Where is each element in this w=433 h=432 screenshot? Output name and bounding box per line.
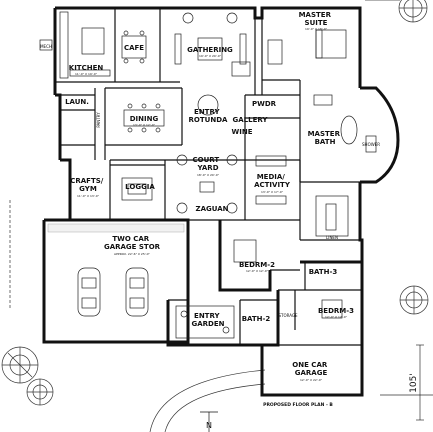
room-master-bath: MASTER BATH xyxy=(308,130,343,146)
setback-label: 105' xyxy=(409,373,419,393)
label-storage: STORAGE xyxy=(278,313,298,318)
entry-rotunda-line2: ROTUNDA xyxy=(189,116,228,124)
interior-walls xyxy=(55,8,362,346)
label-linen: LINEN xyxy=(326,235,338,240)
room-wine: WINE xyxy=(232,128,253,136)
room-gallery: GALLERY xyxy=(233,116,269,124)
two-car-garage-line2: GARAGE STOR xyxy=(104,243,161,251)
room-bedrm-3-dim: 12'-0" X 12'-0" xyxy=(325,315,348,319)
one-car-garage-line2: GARAGE xyxy=(295,369,328,377)
room-gathering: GATHERING xyxy=(187,46,233,54)
room-pwdr: PWDR xyxy=(252,100,277,108)
entry-garden-line1: ENTRY xyxy=(194,312,220,320)
room-loggia: LOGGIA xyxy=(125,183,155,191)
room-master-suite-dim: 19'-0" X 18'-0" xyxy=(305,27,328,31)
master-suite-line1: MASTER xyxy=(299,11,332,19)
tree-right xyxy=(399,285,429,315)
entry-rotunda-line1: ENTRY xyxy=(194,108,220,116)
room-master-suite: MASTER SUITE xyxy=(299,11,334,27)
label-mech: MECH xyxy=(40,44,52,49)
room-kitchen-dim: 11'-0" X 19'-0" xyxy=(75,72,98,76)
one-car-garage-line1: ONE CAR xyxy=(292,361,328,369)
setback-dimension: 105' xyxy=(409,344,424,421)
room-court-dim: 18'-0" X 20'-0" xyxy=(197,173,220,177)
room-crafts-dim: 11'-0" X 13'-0" xyxy=(77,194,100,198)
master-bath-line1: MASTER xyxy=(308,130,341,138)
room-two-car-dim: APPROX. 22'-6" X 25'-0" xyxy=(114,252,150,256)
room-two-car-garage: TWO CAR GARAGE STOR xyxy=(104,235,161,251)
room-laun: LAUN. xyxy=(65,98,89,106)
plan-caption: PROPOSED FLOOR PLAN - B xyxy=(263,402,333,408)
master-suite-line2: SUITE xyxy=(305,19,328,27)
tree-top-right xyxy=(398,0,428,23)
room-media-dim: 13'-0" X 17'-0" xyxy=(261,190,284,194)
room-cafe: CAFE xyxy=(124,44,144,52)
room-bedrm-3: BEDRM-3 xyxy=(318,307,354,315)
room-bath-3: BATH-3 xyxy=(309,268,338,276)
room-dining: DINING xyxy=(130,115,159,123)
room-bedrm-2: BEDRM-2 xyxy=(239,261,275,269)
crafts-gym-line2: GYM xyxy=(79,185,97,193)
master-bath-line2: BATH xyxy=(315,138,336,146)
car-right xyxy=(125,267,149,317)
room-court-yard: COURT- YARD xyxy=(193,156,224,172)
crafts-gym-line1: CRAFTS/ xyxy=(70,177,104,185)
room-zaguan: ZAGUAN xyxy=(196,205,229,213)
room-gathering-dim: 19'-0" X 20'-0" xyxy=(199,54,222,58)
north-arrow-icon: N xyxy=(200,411,218,432)
fixtures xyxy=(39,11,377,339)
two-car-garage-line1: TWO CAR xyxy=(112,235,149,243)
compass-letter: N xyxy=(206,421,212,430)
room-bedrm-2-dim: 12'-0" X 12'-0" xyxy=(246,269,269,273)
room-labels: MASTER SUITE 19'-0" X 18'-0" GATHERING 1… xyxy=(40,11,380,382)
entry-garden-line2: GARDEN xyxy=(191,320,224,328)
media-activity-line1: MEDIA/ xyxy=(257,173,286,181)
room-kitchen: KITCHEN xyxy=(69,64,104,72)
room-one-car-garage: ONE CAR GARAGE xyxy=(292,361,329,377)
room-crafts-gym: CRAFTS/ GYM xyxy=(70,177,106,193)
media-activity-line2: ACTIVITY xyxy=(254,181,291,189)
room-entry-rotunda: ENTRY ROTUNDA xyxy=(189,108,228,124)
room-bath-2: BATH-2 xyxy=(242,315,271,323)
room-one-car-dim: 12'-0" X 22'-0" xyxy=(300,378,323,382)
label-pantry: PANTRY xyxy=(96,112,101,128)
room-media-activity: MEDIA/ ACTIVITY xyxy=(254,173,291,189)
room-entry-garden: ENTRY GARDEN xyxy=(191,312,224,328)
car-left xyxy=(77,267,101,317)
room-dining-dim: 13'-0" X 12'-0" xyxy=(133,123,156,127)
tree-bottom-left xyxy=(1,346,54,406)
court-yard-line1: COURT- xyxy=(193,156,222,164)
court-yard-line2: YARD xyxy=(196,164,218,172)
label-shower: SHOWER xyxy=(362,142,380,147)
